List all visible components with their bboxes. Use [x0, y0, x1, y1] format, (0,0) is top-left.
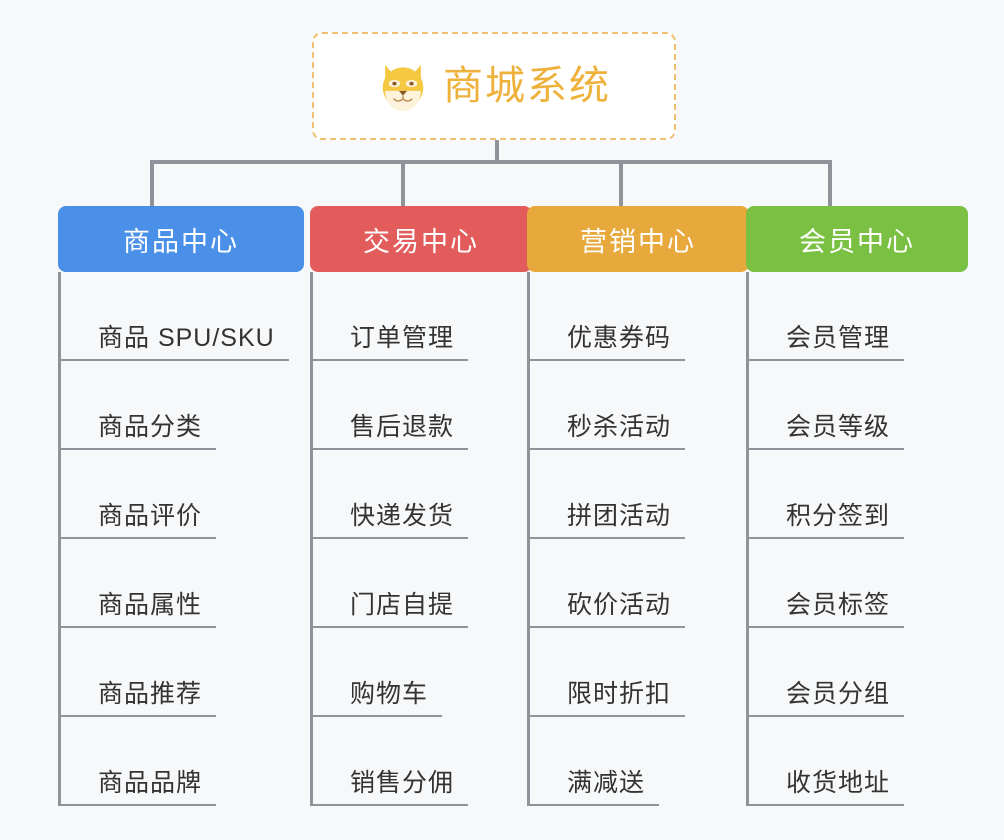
list-item[interactable]: 快递发货 [310, 450, 532, 539]
connector-horizontal-bus [150, 160, 832, 164]
list-item[interactable]: 商品分类 [58, 361, 304, 450]
list-item-underline [746, 804, 904, 806]
list-item-label: 收货地址 [786, 769, 891, 797]
list-item-underline [310, 804, 468, 806]
list-item-underline [58, 804, 216, 806]
branch-column-trade-center: 交易中心 订单管理 售后退款 快递发货 门店自提 购物车 销售分佣 [310, 206, 532, 806]
list-item[interactable]: 秒杀活动 [527, 361, 749, 450]
list-item-underline [310, 715, 442, 717]
connector-root-stem [495, 140, 499, 163]
branch-items-member-center: 会员管理 会员等级 积分签到 会员标签 会员分组 收货地址 [746, 272, 968, 806]
list-item-label: 会员等级 [786, 413, 891, 441]
list-item-underline [58, 715, 216, 717]
branch-column-member-center: 会员中心 会员管理 会员等级 积分签到 会员标签 会员分组 收货地址 [746, 206, 968, 806]
list-item-underline [746, 448, 904, 450]
list-item-label: 会员分组 [786, 680, 891, 708]
list-item[interactable]: 会员标签 [746, 539, 968, 628]
list-item[interactable]: 购物车 [310, 628, 532, 717]
list-item-label: 快递发货 [350, 502, 455, 530]
list-item-label: 积分签到 [786, 502, 891, 530]
list-item-underline [527, 626, 685, 628]
list-item[interactable]: 砍价活动 [527, 539, 749, 628]
list-item-underline [746, 626, 904, 628]
branch-items-marketing-center: 优惠券码 秒杀活动 拼团活动 砍价活动 限时折扣 满减送 [527, 272, 749, 806]
connector-drop-branch-2 [401, 160, 405, 208]
list-item-label: 商品 SPU/SKU [98, 324, 275, 352]
branch-spine [58, 272, 61, 806]
list-item-label: 商品属性 [98, 591, 203, 619]
list-item-label: 销售分佣 [350, 769, 455, 797]
list-item-label: 售后退款 [350, 413, 455, 441]
list-item-label: 会员标签 [786, 591, 891, 619]
list-item-label: 商品评价 [98, 502, 203, 530]
branch-column-marketing-center: 营销中心 优惠券码 秒杀活动 拼团活动 砍价活动 限时折扣 满减送 [527, 206, 749, 806]
list-item[interactable]: 收货地址 [746, 717, 968, 806]
list-item-label: 商品推荐 [98, 680, 203, 708]
list-item[interactable]: 商品属性 [58, 539, 304, 628]
list-item-label: 限时折扣 [567, 680, 672, 708]
list-item[interactable]: 满减送 [527, 717, 749, 806]
list-item-underline [527, 715, 685, 717]
list-item[interactable]: 商品品牌 [58, 717, 304, 806]
list-item[interactable]: 商品 SPU/SKU [58, 272, 304, 361]
list-item[interactable]: 门店自提 [310, 539, 532, 628]
list-item-label: 会员管理 [786, 324, 891, 352]
branch-items-trade-center: 订单管理 售后退款 快递发货 门店自提 购物车 销售分佣 [310, 272, 532, 806]
list-item-underline [527, 804, 659, 806]
branch-header-marketing-center[interactable]: 营销中心 [527, 206, 749, 272]
connector-drop-branch-3 [619, 160, 623, 208]
branch-column-product-center: 商品中心 商品 SPU/SKU 商品分类 商品评价 商品属性 商品推荐 商品品牌 [58, 206, 304, 806]
branch-spine [527, 272, 530, 806]
list-item-underline [58, 537, 216, 539]
list-item-underline [58, 359, 289, 361]
list-item[interactable]: 商品推荐 [58, 628, 304, 717]
list-item-underline [746, 715, 904, 717]
list-item[interactable]: 积分签到 [746, 450, 968, 539]
list-item-label: 门店自提 [350, 591, 455, 619]
list-item-underline [310, 359, 468, 361]
list-item[interactable]: 订单管理 [310, 272, 532, 361]
list-item-underline [310, 626, 468, 628]
list-item[interactable]: 销售分佣 [310, 717, 532, 806]
branch-spine [310, 272, 313, 806]
list-item-label: 订单管理 [350, 324, 455, 352]
list-item-underline [310, 448, 468, 450]
list-item-label: 商品分类 [98, 413, 203, 441]
list-item-underline [527, 448, 685, 450]
list-item[interactable]: 售后退款 [310, 361, 532, 450]
branch-header-member-center[interactable]: 会员中心 [746, 206, 968, 272]
branch-header-product-center[interactable]: 商品中心 [58, 206, 304, 272]
list-item-underline [746, 359, 904, 361]
list-item-underline [58, 626, 216, 628]
connector-drop-branch-1 [150, 160, 154, 208]
list-item-label: 秒杀活动 [567, 413, 672, 441]
list-item-label: 满减送 [567, 769, 646, 797]
list-item-underline [310, 537, 468, 539]
list-item-underline [527, 359, 685, 361]
list-item[interactable]: 会员等级 [746, 361, 968, 450]
list-item-label: 砍价活动 [567, 591, 672, 619]
list-item-underline [527, 537, 685, 539]
list-item[interactable]: 优惠券码 [527, 272, 749, 361]
list-item-label: 拼团活动 [567, 502, 672, 530]
list-item[interactable]: 限时折扣 [527, 628, 749, 717]
root-node-title: 商城系统 [443, 64, 611, 108]
branch-items-product-center: 商品 SPU/SKU 商品分类 商品评价 商品属性 商品推荐 商品品牌 [58, 272, 304, 806]
list-item[interactable]: 拼团活动 [527, 450, 749, 539]
list-item-label: 购物车 [350, 680, 429, 708]
branch-header-trade-center[interactable]: 交易中心 [310, 206, 532, 272]
list-item[interactable]: 会员分组 [746, 628, 968, 717]
shiba-dog-face-icon [382, 64, 424, 112]
root-node-mall-system[interactable]: 商城系统 [312, 32, 676, 140]
list-item-label: 优惠券码 [567, 324, 672, 352]
list-item-label: 商品品牌 [98, 769, 203, 797]
connector-drop-branch-4 [828, 160, 832, 208]
list-item[interactable]: 会员管理 [746, 272, 968, 361]
list-item-underline [746, 537, 904, 539]
list-item-underline [58, 448, 216, 450]
list-item[interactable]: 商品评价 [58, 450, 304, 539]
branch-spine [746, 272, 749, 806]
